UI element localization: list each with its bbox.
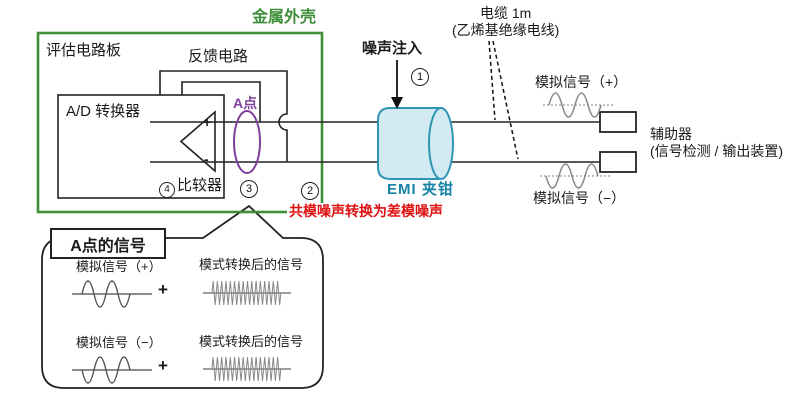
cable-length-label: 电缆 1m bbox=[480, 5, 532, 21]
comparator-triangle bbox=[179, 110, 216, 173]
point-a-label: A点 bbox=[233, 95, 258, 111]
bubble-row2-sine-icon bbox=[81, 356, 131, 384]
comparator-label-text: 比较器 bbox=[177, 177, 223, 194]
step-1-badge: 1 bbox=[411, 68, 429, 86]
metal-enclosure-label: 金属外壳 bbox=[252, 9, 317, 26]
warning-note: 共模噪声转换为差模噪声 bbox=[287, 203, 445, 220]
bubble-row2-converted-label: 模式转换后的信号 bbox=[199, 334, 304, 349]
cable-type-label: (乙烯基绝缘电线) bbox=[452, 22, 560, 38]
bubble-row1-plus-operator: + bbox=[158, 280, 168, 299]
sine-wave-plus-icon bbox=[548, 92, 602, 118]
bubble-row1-converted-label: 模式转换后的信号 bbox=[199, 257, 304, 272]
emi-clamp-body bbox=[377, 107, 442, 180]
analog-signal-minus-label: 模拟信号（−） bbox=[533, 190, 626, 206]
emi-clamp-end bbox=[428, 107, 454, 180]
aux-terminal-minus bbox=[599, 151, 637, 173]
aux-device-sublabel: (信号检测 / 输出装置) bbox=[650, 143, 783, 159]
point-a-ellipse bbox=[233, 110, 261, 174]
bubble-row1-noise-icon bbox=[211, 280, 282, 306]
aux-terminal-plus bbox=[599, 111, 637, 133]
bubble-row1-signal-label: 模拟信号（+） bbox=[76, 259, 162, 274]
step-2-badge: 2 bbox=[301, 182, 319, 200]
bubble-row2-plus-operator: + bbox=[158, 356, 168, 375]
opamp-minus-input: - bbox=[204, 151, 209, 167]
noise-arrow-head bbox=[391, 97, 403, 109]
adc-label: A/D 转换器 bbox=[66, 103, 141, 120]
sine-wave-minus-icon bbox=[545, 163, 599, 189]
cable-leader-dash-2 bbox=[492, 40, 519, 160]
feedback-circuit-label: 反馈电路 bbox=[188, 48, 249, 65]
step-4-badge: 4 bbox=[159, 182, 175, 198]
eval-board-label: 评估电路板 bbox=[46, 42, 122, 59]
feedback-loop-inner bbox=[181, 81, 261, 122]
emi-clamp-label: EMI 夹钳 bbox=[387, 181, 454, 198]
bubble-row2-signal-label: 模拟信号（−） bbox=[76, 335, 162, 350]
opamp-plus-input: + bbox=[203, 114, 212, 130]
analog-signal-plus-label: 模拟信号（+） bbox=[535, 74, 628, 90]
noise-injection-label: 噪声注入 bbox=[362, 40, 423, 57]
feedback-loop-outer bbox=[159, 70, 288, 162]
bubble-row2-noise-icon bbox=[211, 356, 282, 382]
cable-leader-dash-1 bbox=[488, 40, 496, 121]
bubble-title: A点的信号 bbox=[50, 228, 166, 259]
aux-device-label: 辅助器 bbox=[650, 126, 692, 142]
bubble-row1-sine-icon bbox=[81, 280, 131, 308]
step-3-badge: 3 bbox=[240, 180, 258, 198]
